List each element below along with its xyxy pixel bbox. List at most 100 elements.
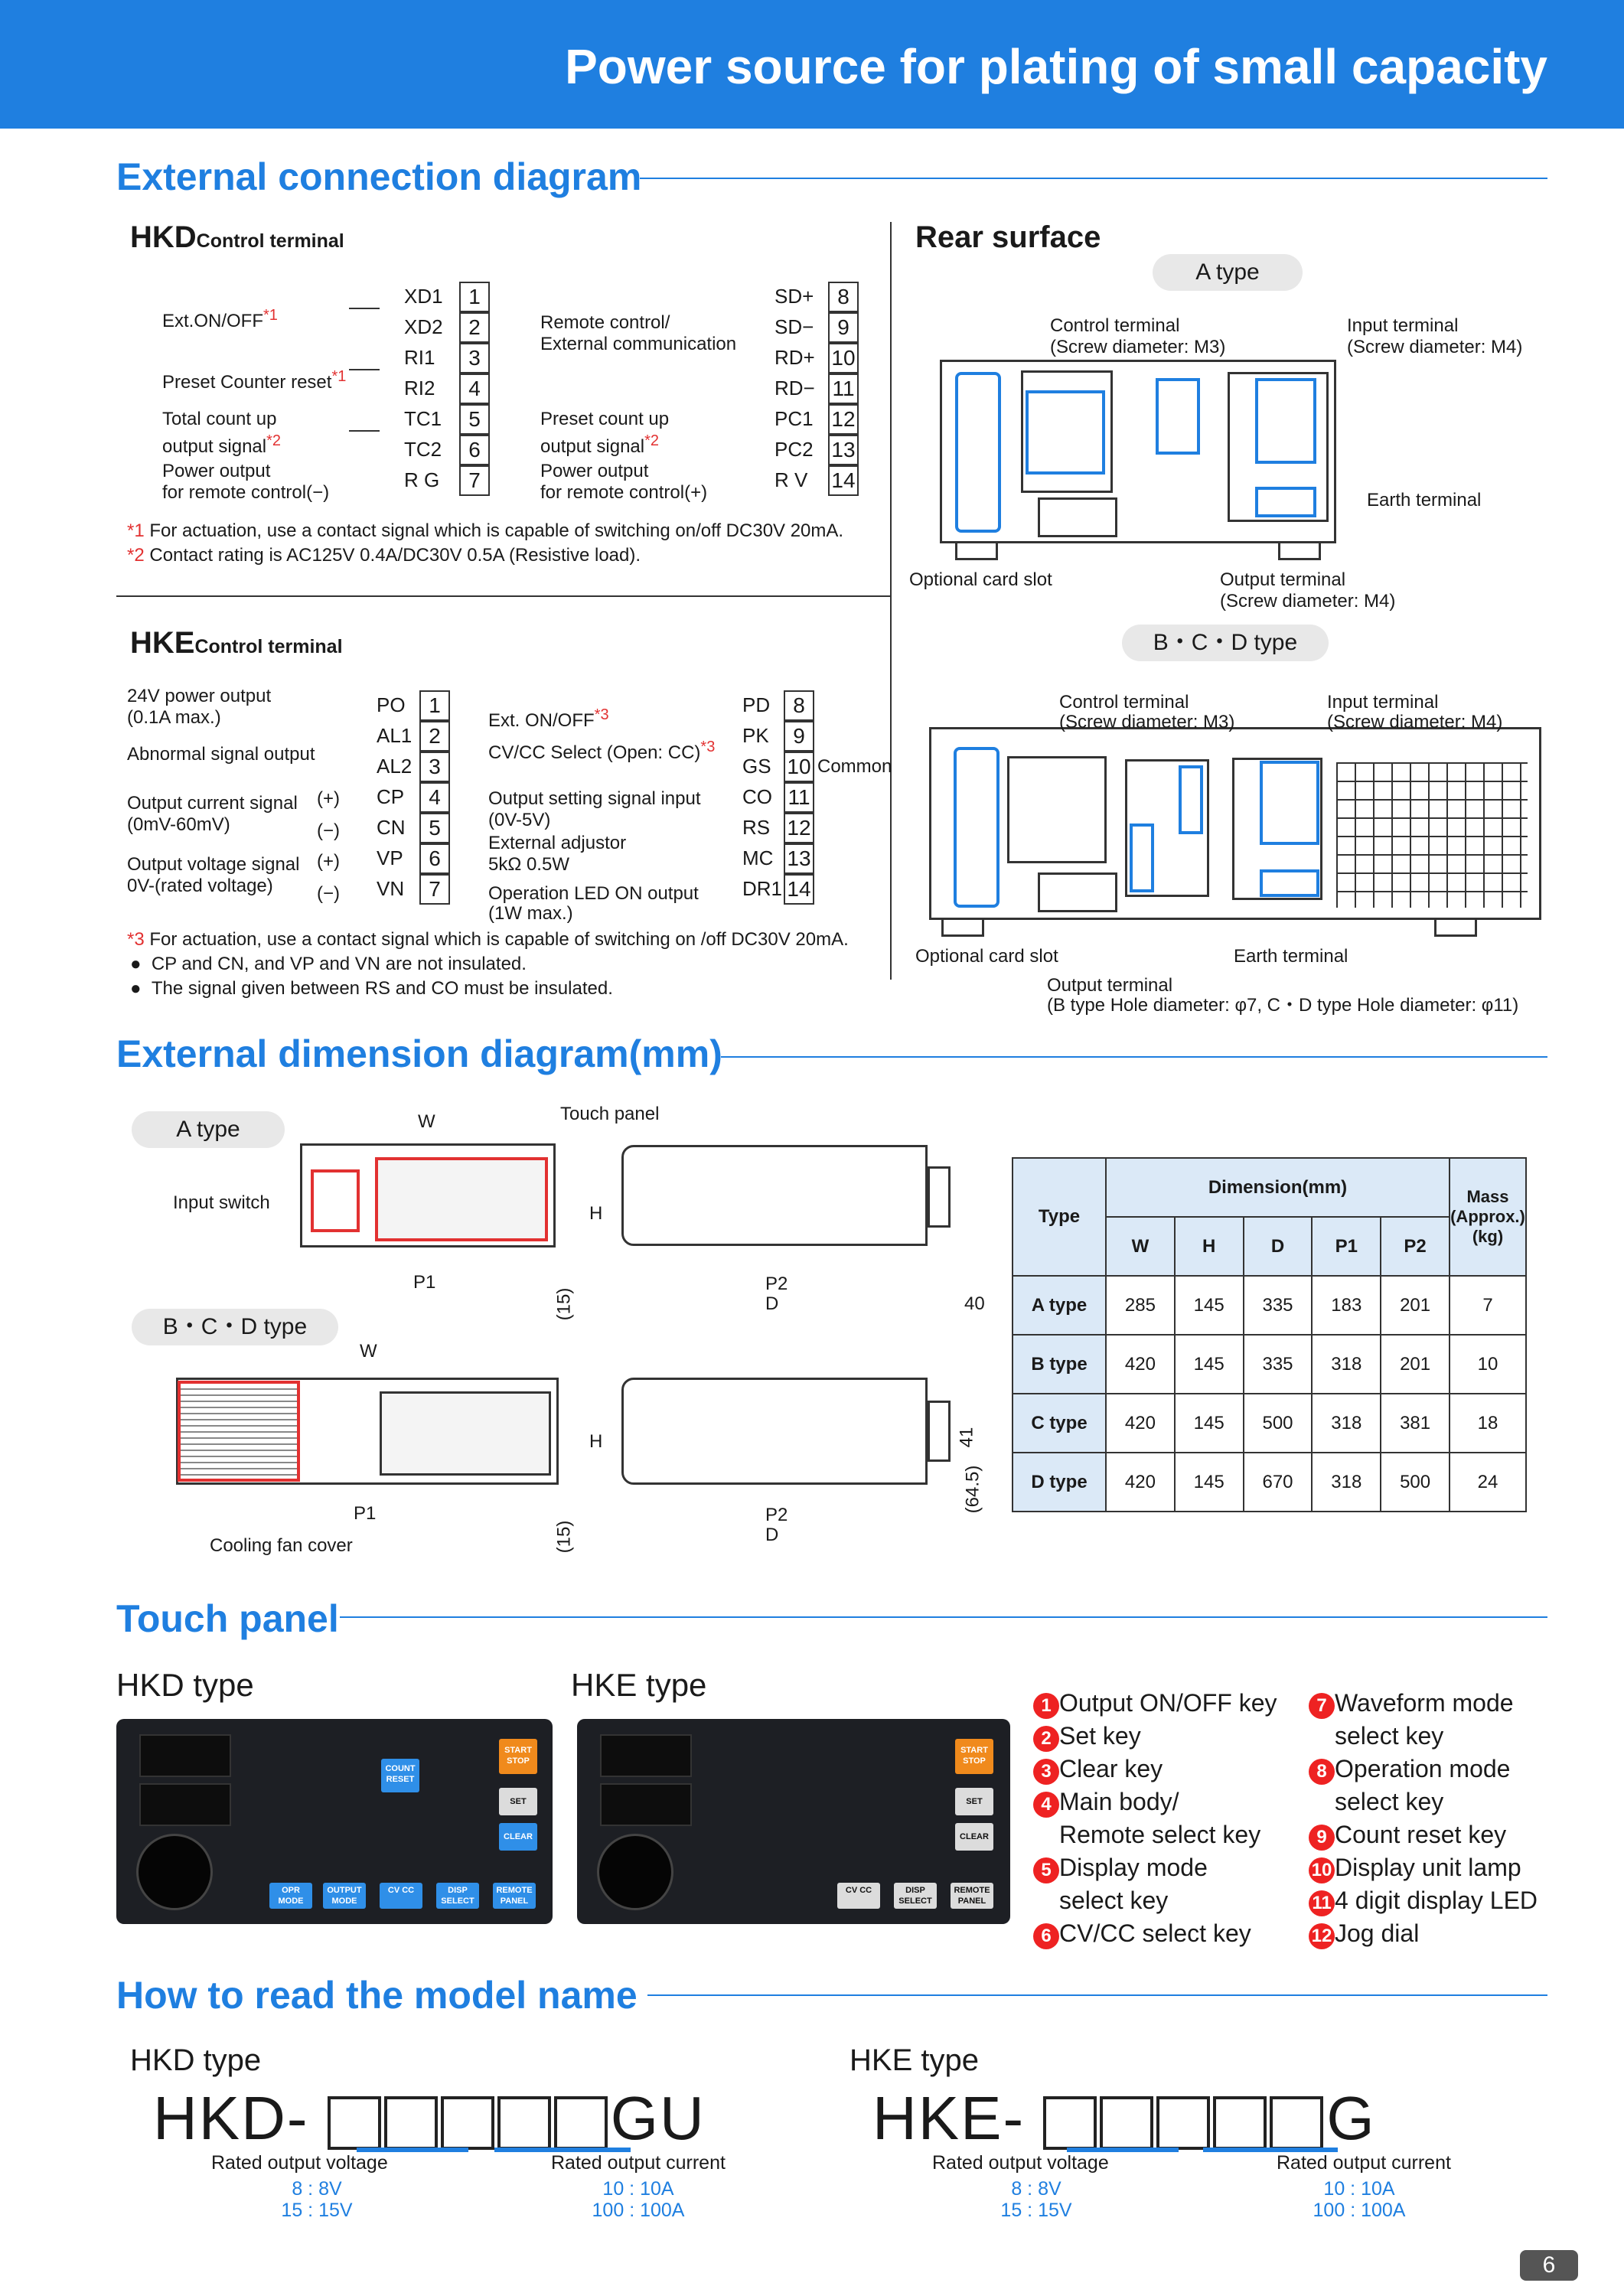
table-cell: 7 — [1449, 1275, 1527, 1336]
hkd-label-remote-minus: for remote control(−) — [162, 482, 330, 503]
dim-h: H — [589, 1431, 603, 1452]
switch-symbol — [349, 369, 380, 370]
rear-bcd-output-label: Output terminal — [1047, 975, 1173, 996]
hkd-label-total-count-up: Total count up — [162, 409, 277, 429]
hke-label-ext-onoff: Ext. ON/OFF*3 — [488, 706, 609, 731]
section-title-model-name: How to read the model name — [116, 1974, 638, 2017]
touch-hkd-heading: HKD type — [116, 1667, 254, 1703]
terminal-label: RS — [742, 816, 771, 839]
terminal-label: XD2 — [404, 315, 443, 338]
key-legend-text: Set key — [1059, 1722, 1141, 1750]
model-hkd-heading: HKD type — [130, 2043, 262, 2077]
start-stop-key[interactable]: START STOP — [955, 1739, 993, 1774]
hke-label-24v: 24V power output — [127, 686, 272, 706]
key-number-badge: 10 — [1309, 1857, 1335, 1883]
hke-pm-label: (−) — [317, 883, 340, 904]
key-number-badge: 9 — [1309, 1825, 1335, 1851]
rear-bcd-input-screw: (Screw diameter: M4) — [1327, 712, 1503, 732]
table-header-dimension: Dimension(mm) — [1105, 1157, 1450, 1218]
earth-terminal-highlight — [1260, 869, 1319, 897]
key-number-badge: 2 — [1033, 1726, 1059, 1752]
table-col-p2: P2 — [1380, 1216, 1450, 1277]
start-stop-key[interactable]: START STOP — [499, 1739, 537, 1774]
table-header-type: Type — [1012, 1157, 1107, 1277]
terminal-number: 10 — [784, 752, 814, 782]
hke-label-0v5v: (0V-5V) — [488, 810, 551, 830]
terminal-number: 1 — [459, 282, 490, 312]
key-legend-text: Main body/ — [1059, 1788, 1179, 1815]
model-hke-heading: HKE type — [850, 2043, 979, 2077]
hkd-note-1: *1 For actuation, use a contact signal w… — [127, 520, 844, 541]
terminal-number: 4 — [459, 373, 490, 404]
output-mode-key[interactable]: OUTPUT MODE — [323, 1883, 366, 1909]
terminal-label: TC1 — [404, 407, 442, 430]
earth-terminal-highlight — [1255, 487, 1316, 517]
input-switch-highlight — [311, 1169, 360, 1232]
section-rule — [640, 178, 1547, 179]
terminal-number: 13 — [828, 435, 859, 465]
rear-bcd-input-label: Input terminal — [1327, 692, 1439, 713]
table-cell: 18 — [1449, 1393, 1527, 1453]
cv-cc-key[interactable]: CV CC — [380, 1883, 422, 1909]
key-legend-text: Operation mode — [1335, 1755, 1511, 1782]
remote-panel-key[interactable]: REMOTE PANEL — [951, 1883, 993, 1909]
count-reset-key[interactable]: COUNT RESET — [381, 1759, 419, 1792]
table-cell: 10 — [1449, 1334, 1527, 1394]
section-title-external-dimension: External dimension diagram(mm) — [116, 1032, 722, 1075]
clear-key[interactable]: CLEAR — [955, 1823, 993, 1851]
hke-label-0mv: (0mV-60mV) — [127, 814, 230, 835]
set-key[interactable]: SET — [955, 1788, 993, 1815]
terminal-number: 10 — [828, 343, 859, 373]
opr-mode-key[interactable]: OPR MODE — [269, 1883, 312, 1909]
set-key[interactable]: SET — [499, 1788, 537, 1815]
rear-bcd-control-label: Control terminal — [1059, 692, 1189, 713]
touch-panel-highlight — [375, 1157, 548, 1241]
terminal-label: VP — [377, 846, 403, 869]
terminal-number: 1 — [419, 690, 450, 721]
jog-dial[interactable] — [136, 1834, 213, 1910]
dim-40: 40 — [964, 1293, 985, 1314]
terminal-label: PO — [377, 693, 406, 716]
key-legend-text: Display unit lamp — [1335, 1854, 1521, 1881]
rear-terminal — [928, 1401, 951, 1462]
output-terminal-highlight — [1179, 765, 1203, 834]
table-col-w: W — [1105, 1216, 1176, 1277]
terminal-label: SD+ — [774, 285, 814, 308]
terminal-number: 6 — [459, 435, 490, 465]
disp-select-key[interactable]: DISP SELECT — [894, 1883, 937, 1909]
disp-select-key[interactable]: DISP SELECT — [436, 1883, 479, 1909]
table-cell-type: A type — [1012, 1275, 1107, 1336]
terminal-number: 7 — [419, 874, 450, 905]
key-legend-text: CV/CC select key — [1059, 1919, 1251, 1947]
hkd-label-power-output: Power output — [162, 461, 271, 481]
hke-label-cvcc: CV/CC Select (Open: CC)*3 — [488, 739, 716, 763]
rear-a-control-screw: (Screw diameter: M3) — [1050, 337, 1226, 357]
dim-w: W — [418, 1111, 435, 1132]
remote-panel-key[interactable]: REMOTE PANEL — [493, 1883, 536, 1909]
table-cell: 285 — [1105, 1275, 1176, 1336]
terminal-label: PC1 — [774, 407, 814, 430]
dimension-table: Type Dimension(mm) Mass (Approx.) (kg) W… — [1012, 1157, 1527, 1512]
cv-cc-key[interactable]: CV CC — [837, 1883, 880, 1909]
led-display — [600, 1734, 692, 1777]
hkd-control-heading: HKDControl terminal — [130, 220, 344, 254]
clear-key[interactable]: CLEAR — [499, 1823, 537, 1851]
table-cell-type: D type — [1012, 1452, 1107, 1512]
hke-pm-label: (+) — [317, 788, 340, 809]
table-cell: 318 — [1311, 1334, 1382, 1394]
foot — [941, 920, 984, 937]
rear-bcd-type-pill: B・C・D type — [1122, 625, 1329, 661]
jog-dial[interactable] — [597, 1834, 673, 1910]
rear-a-earth-label: Earth terminal — [1367, 490, 1482, 510]
hkd-label-remote-plus: for remote control(+) — [540, 482, 708, 503]
dim-p1: P1 — [354, 1503, 377, 1524]
switch-symbol — [349, 308, 380, 309]
optional-card-slot-highlight — [954, 747, 1000, 908]
